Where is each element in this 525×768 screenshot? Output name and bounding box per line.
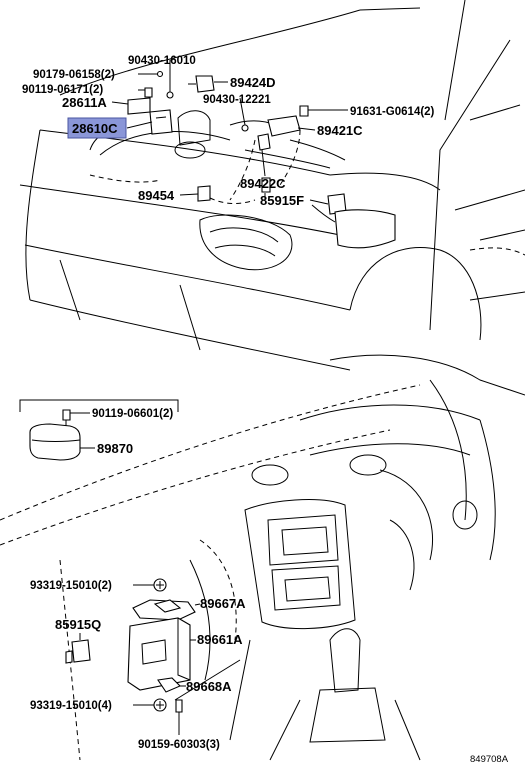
label-89421c: 89421C bbox=[317, 123, 363, 138]
label-28610c: 28610C bbox=[72, 121, 118, 136]
upper-leader-lines bbox=[111, 60, 348, 205]
label-89422c: 89422C bbox=[240, 176, 286, 191]
label-93319-15010-2: 93319-15010(2) bbox=[30, 580, 112, 592]
highlight-28610c bbox=[67, 117, 127, 139]
label-90119-06601: 90119-06601(2) bbox=[92, 408, 173, 420]
label-85915q: 85915Q bbox=[55, 617, 101, 632]
label-89667a: 89667A bbox=[200, 596, 246, 611]
vehicle-front-drawing bbox=[19, 0, 525, 371]
label-85915f: 85915F bbox=[260, 193, 304, 208]
label-91631-g0614: 91631-G0614(2) bbox=[350, 106, 435, 118]
callout-89870: 90119-06601(2) 89870 bbox=[19, 399, 179, 461]
upper-parts bbox=[127, 70, 396, 249]
label-89668a: 89668A bbox=[186, 679, 232, 694]
upper-labels: 90179-06158(2) 90430-16010 90119-06171(2… bbox=[22, 55, 435, 208]
lower-leader-lines bbox=[133, 584, 201, 735]
label-90430-16010: 90430-16010 bbox=[128, 55, 196, 67]
label-90430-12221: 90430-12221 bbox=[203, 94, 271, 106]
label-90179-06158: 90179-06158(2) bbox=[33, 69, 115, 81]
label-89424d: 89424D bbox=[230, 75, 276, 90]
label-89661a: 89661A bbox=[197, 632, 243, 647]
lower-labels: 93319-15010(2) 89667A 85915Q 89661A 8966… bbox=[30, 580, 246, 751]
label-89870: 89870 bbox=[97, 441, 133, 456]
lower-parts bbox=[65, 578, 196, 725]
diagram-ref-code: 849708A bbox=[470, 754, 509, 765]
label-90119-06171: 90119-06171(2) bbox=[22, 84, 103, 96]
label-93319-15010-4: 93319-15010(4) bbox=[30, 700, 112, 712]
label-28611a: 28611A bbox=[62, 95, 107, 110]
label-90159-60303: 90159-60303(3) bbox=[138, 739, 220, 751]
label-89454: 89454 bbox=[138, 188, 175, 203]
